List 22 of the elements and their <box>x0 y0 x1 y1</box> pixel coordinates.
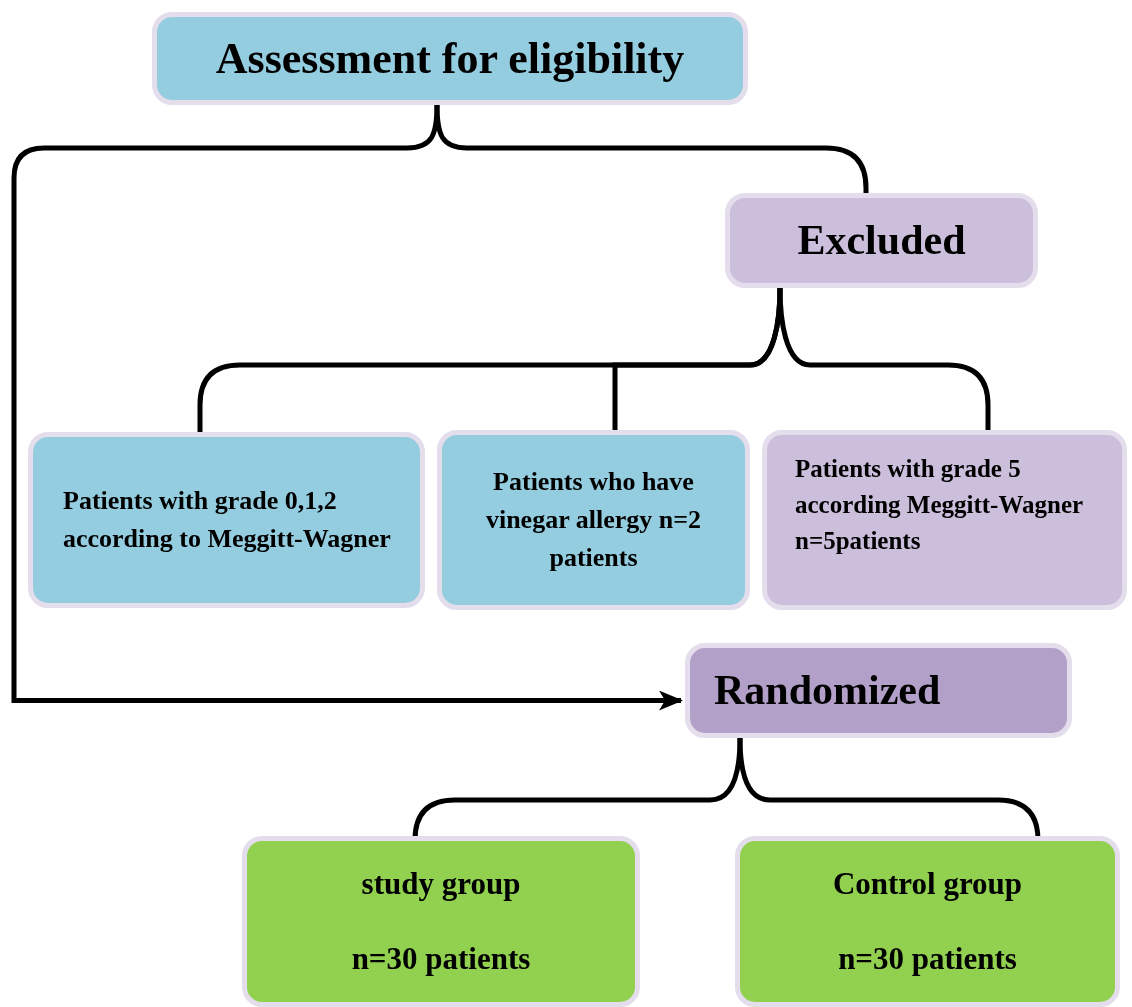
flow-box <box>152 12 748 105</box>
flow-box <box>242 836 640 1007</box>
box-label: Control group <box>831 864 1024 903</box>
box-label: study group <box>360 864 522 903</box>
flow-box <box>28 432 425 608</box>
box-label: Randomized <box>714 666 942 716</box>
bracket-connector <box>434 104 869 193</box>
box-label: Patients who have vinegar allergy n=2 patients <box>484 466 703 574</box>
box-label: Patients with grade 5 according Meggitt-Wagner n=5patients <box>795 453 1084 557</box>
bracket-connector <box>612 287 783 430</box>
patient-count: n=30 patients <box>837 939 1018 978</box>
flow-box <box>725 193 1038 288</box>
bracket-connector <box>777 287 991 430</box>
box-label: Assessment for eligibility <box>214 32 686 85</box>
box-label: Excluded <box>796 216 967 266</box>
flow-box <box>762 430 1127 610</box>
flow-box <box>685 643 1072 738</box>
arrow <box>11 104 683 711</box>
box-label: Patients with grade 0,1,2 according to Meggitt-Wagner <box>63 485 392 555</box>
flow-box <box>735 836 1120 1007</box>
patient-count: n=30 patients <box>350 939 532 978</box>
flow-box <box>437 430 750 610</box>
